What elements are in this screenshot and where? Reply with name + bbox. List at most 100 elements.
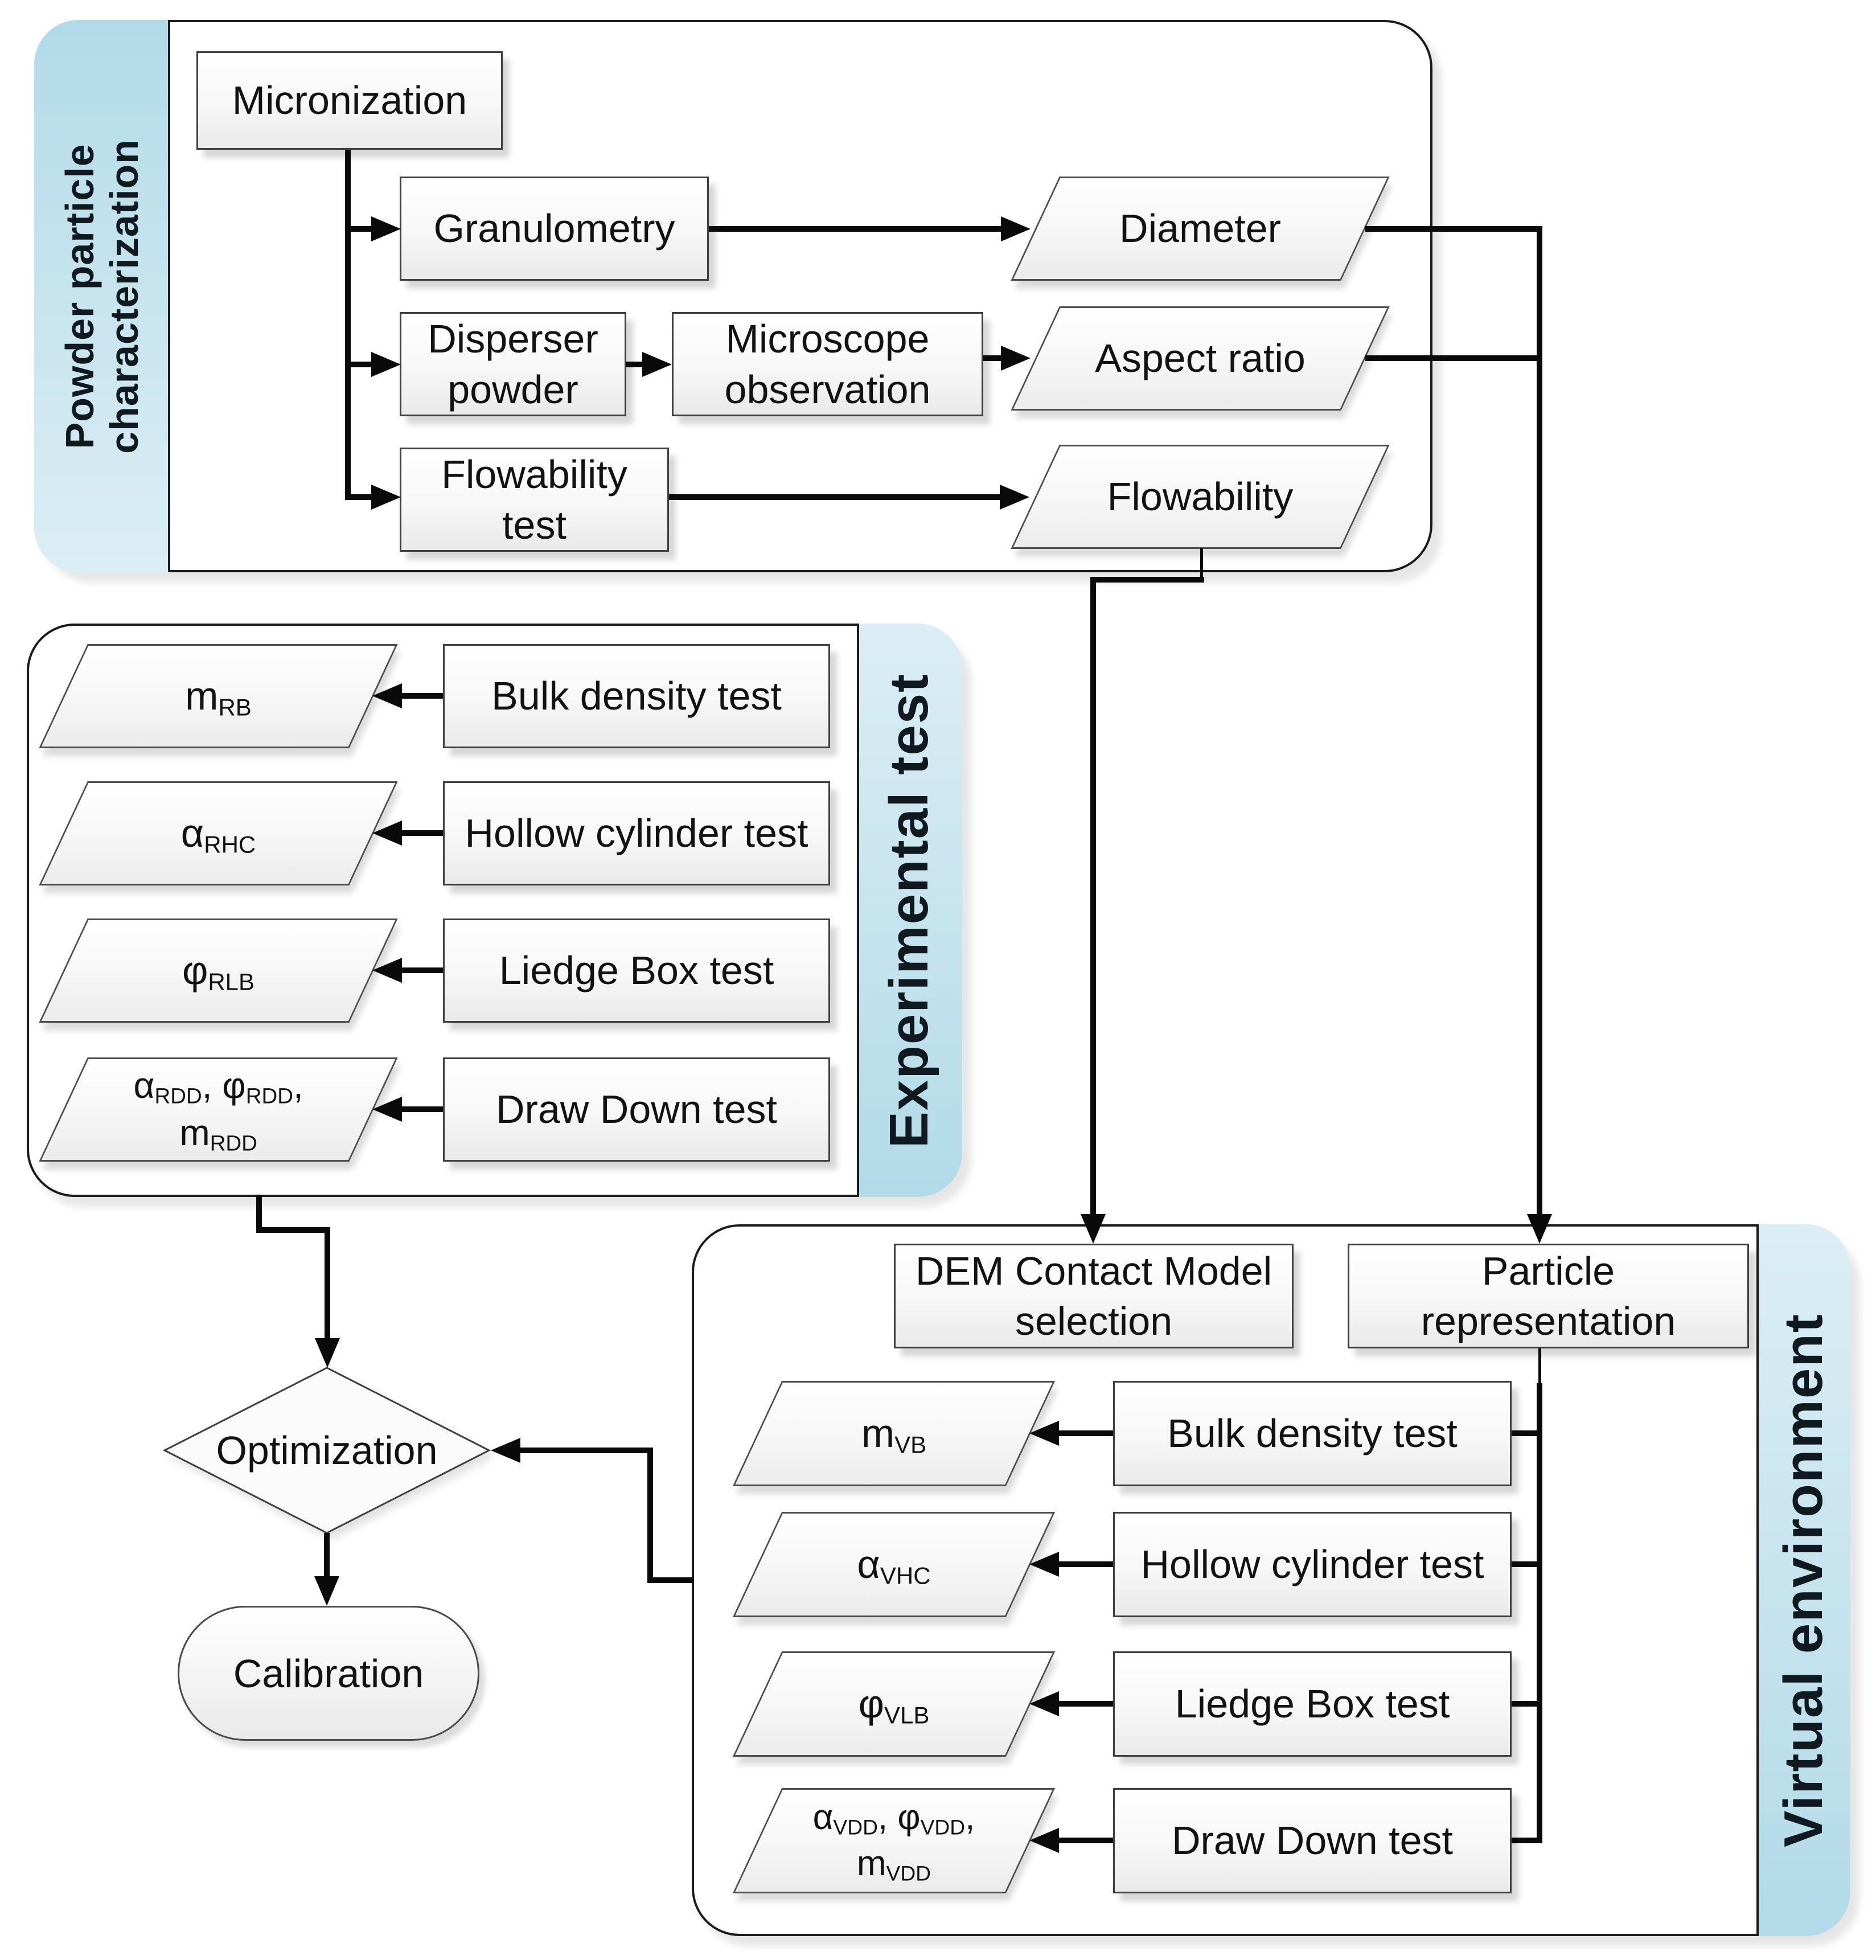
connector-particle-down-thin [1538,1348,1541,1384]
section-experimental-label: Experimental test [879,673,940,1148]
arrowhead-into-flowability-test [371,485,401,510]
box-granulometry-label: Granulometry [433,206,675,251]
section-powder-label-line2: characterization [102,138,147,454]
arrowhead-into-dem-selection [1081,1214,1106,1244]
connector-feedback-v [647,1448,653,1583]
box-flowability-test-label-line1: Flowability [441,452,627,497]
connector-microscope-aspect [983,355,1001,361]
section-powder-label: Powder particle characterization [34,20,170,572]
box-hollow-cylinder-test-virtual: Hollow cylinder test [1113,1512,1512,1617]
arrowhead-into-vdd [1029,1828,1059,1853]
connector-drawdown-rdd [402,1106,443,1112]
box-micronization: Micronization [196,51,503,150]
connector-particle-down [1537,1383,1542,1843]
output-aspect-ratio-label: Aspect ratio [1095,336,1306,380]
arrowhead-into-arhc [372,821,402,846]
connector-exp-down-1 [256,1195,262,1233]
connector-flowtest-flowability [669,494,1000,500]
box-draw-down-test-real: Draw Down test [443,1057,830,1162]
connector-exp-down-2 [325,1227,330,1339]
arrowhead-into-granulometry [371,216,401,241]
connector-stub-liedge-virtual [1512,1701,1540,1707]
decision-optimization: Optimization [216,1428,438,1473]
connector-stub-bulk-virtual [1512,1430,1540,1436]
section-powder-strip [34,20,170,572]
box-dem-contact-model-selection: DEM Contact Model selection [894,1244,1294,1348]
output-pvlb: φVLB [732,1651,1056,1757]
box-disperser-label-line1: Disperser [428,317,598,362]
output-diameter-label: Diameter [1119,206,1281,251]
arrowhead-into-microscope [642,352,672,377]
terminator-calibration: Calibration [178,1606,479,1741]
connector-aspect-out [1365,355,1542,361]
box-particle-label-line2: representation [1421,1299,1676,1343]
box-micronization-label: Micronization [232,78,467,123]
box-draw-down-test-virtual: Draw Down test [1113,1788,1512,1893]
connector-granulometry-diameter [709,226,1001,232]
connector-branch-disperser [345,362,372,367]
box-disperser-label-line2: powder [448,367,578,412]
connector-hollow-arhc [402,830,443,836]
section-virtual-strip [1756,1224,1850,1936]
section-experimental-strip [857,624,962,1197]
box-microscope-label-line1: Microscope [725,317,930,362]
box-flowability-test: Flowability test [400,448,669,552]
output-mvb: mVB [732,1381,1056,1486]
box-granulometry: Granulometry [400,177,709,281]
connector-stub-hollow-virtual [1512,1561,1540,1567]
connector-disperser-microscope [626,362,642,367]
connector-optimization-calibration [324,1533,330,1577]
connector-exp-jog [256,1227,330,1233]
output-mrb: mRB [39,644,398,748]
box-microscope-label-line2: observation [724,367,931,412]
arrowhead-into-pvlb [1029,1691,1059,1716]
output-prlb: φRLB [39,919,398,1023]
output-rdd-group: αRDD, φRDD, mRDD [39,1057,398,1162]
box-microscope-observation: Microscope observation [672,312,983,416]
box-dem-label-line1: DEM Contact Model [915,1248,1272,1293]
connector-feedback-h1 [520,1448,653,1453]
connector-branch-granulometry [345,226,372,232]
arrowhead-into-mvb [1029,1421,1059,1446]
box-bulk-density-test-virtual: Bulk density test [1113,1381,1512,1486]
arrowhead-into-disperser [371,352,401,377]
box-bulk-density-test-real: Bulk density test [443,644,830,748]
box-hollow-cylinder-test-real: Hollow cylinder test [443,781,830,885]
section-powder-label-line1: Powder particle [58,143,102,449]
arrowhead-into-mrb [372,683,402,708]
box-particle-representation: Particle representation [1348,1244,1749,1348]
connector-liedge-prlb [402,967,443,973]
arrowhead-into-optimization-right [491,1438,520,1463]
output-avhc: αVHC [732,1512,1056,1617]
arrowhead-into-prlb [372,958,402,983]
connector-flowability-down-thin [1200,548,1203,580]
output-vdd-group: αVDD, φVDD, mVDD [732,1788,1056,1893]
connector-micronization-trunk [345,150,351,500]
box-disperser-powder: Disperser powder [400,312,626,416]
arrowhead-into-aspect-ratio [1001,346,1031,371]
arrowhead-into-calibration [314,1576,339,1606]
connector-feedback-h2 [647,1577,693,1583]
arrowhead-into-optimization-top [315,1338,340,1368]
section-virtual-label: Virtual environment [1772,1313,1834,1847]
connector-bulk-mrb [402,693,443,699]
arrowhead-into-particle-representation [1527,1214,1552,1244]
connector-flowability-down [1090,577,1096,1215]
connector-drawdown-vdd [1059,1838,1113,1843]
connector-stub-drawdown-virtual [1512,1838,1540,1843]
connector-liedge-pvlb [1059,1701,1113,1707]
box-liedge-box-test-real: Liedge Box test [443,919,830,1023]
connector-bulk-mvb [1059,1430,1113,1436]
box-particle-label-line1: Particle [1481,1248,1615,1293]
output-aspect-ratio: Aspect ratio [1011,306,1390,411]
connector-shape-params-down [1537,226,1542,1215]
output-diameter: Diameter [1011,177,1390,281]
arrowhead-into-rdd [372,1097,402,1122]
box-liedge-box-test-virtual: Liedge Box test [1113,1651,1512,1757]
output-arhc: αRHC [39,781,398,885]
arrowhead-into-diameter [1001,216,1031,241]
output-flowability: Flowability [1011,445,1390,549]
output-flowability-label: Flowability [1107,474,1294,519]
connector-hollow-avhc [1059,1561,1113,1567]
arrowhead-into-flowability [1000,485,1029,510]
